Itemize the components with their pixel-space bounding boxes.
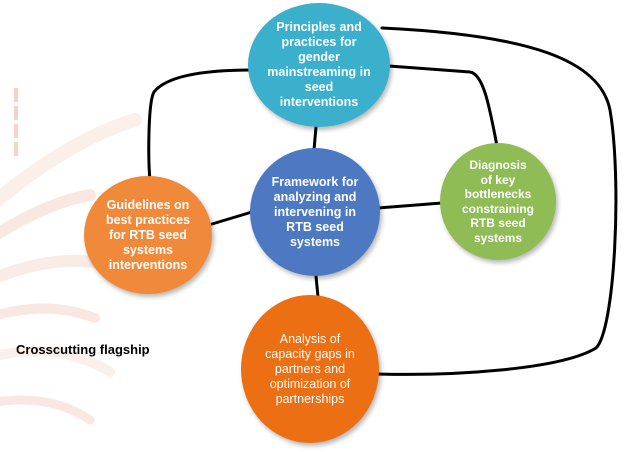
node-guidelines: Guidelines on best practices for RTB see… xyxy=(84,176,212,294)
edge-principles-framework xyxy=(312,125,318,152)
node-capacity-analysis: Analysis of capacity gaps in partners an… xyxy=(241,295,379,443)
edge-framework-diagnosis xyxy=(376,201,444,210)
node-framework: Framework for analyzing and intervening … xyxy=(250,148,380,276)
watermark-swoosh xyxy=(0,189,96,240)
node-label: Diagnosis of key bottlenecks constrainin… xyxy=(461,158,534,245)
watermark-swoosh xyxy=(0,346,115,377)
watermark-tick xyxy=(14,142,18,156)
node-diagnosis: Diagnosis of key bottlenecks constrainin… xyxy=(440,143,556,260)
edge-framework-guidelines xyxy=(210,210,254,226)
watermark-tick xyxy=(14,106,18,120)
watermark-swoosh xyxy=(0,303,100,323)
edge-framework-analysis xyxy=(314,274,320,299)
watermark-swoosh xyxy=(0,254,101,283)
watermark-tick xyxy=(14,88,18,102)
node-label: Framework for analyzing and intervening … xyxy=(271,174,359,249)
node-label: Analysis of capacity gaps in partners an… xyxy=(265,331,355,406)
watermark-swoosh xyxy=(0,113,142,207)
edge-principles-analysis xyxy=(376,26,618,376)
crosscutting-flagship-label: Crosscutting flagship xyxy=(16,342,150,357)
node-label: Guidelines on best practices for RTB see… xyxy=(105,197,191,272)
node-label: Principles and practices for gender main… xyxy=(267,20,371,109)
node-gender-principles: Principles and practices for gender main… xyxy=(248,3,390,127)
edge-principles-diagnosis xyxy=(387,64,499,148)
watermark-swoosh xyxy=(0,395,95,425)
edge-principles-guidelines xyxy=(147,68,254,182)
watermark-tick xyxy=(14,124,18,138)
